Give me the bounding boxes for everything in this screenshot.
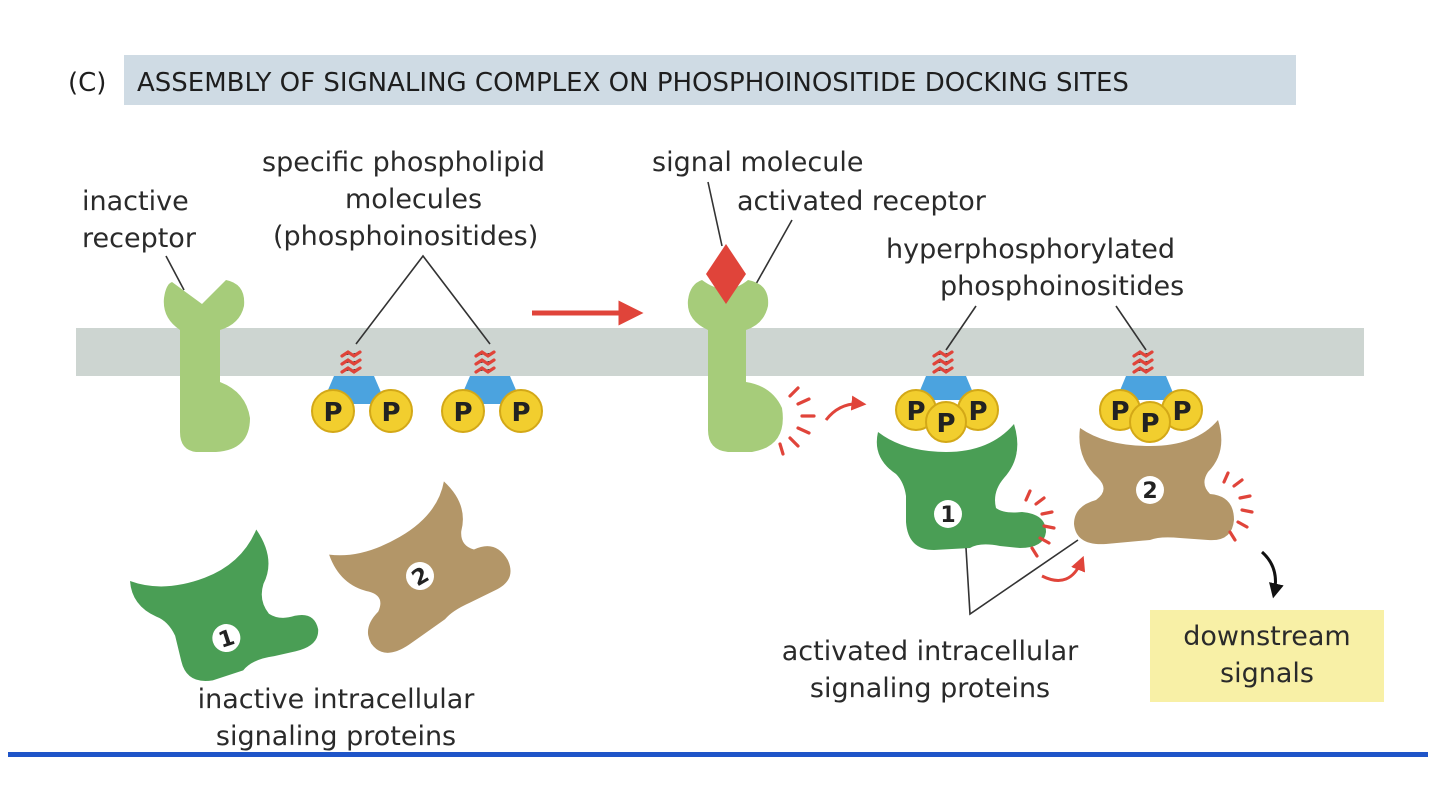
- phosphoinositide-2: P P: [441, 350, 543, 433]
- bottom-rule: [8, 752, 1428, 757]
- recruit-arrow: [824, 395, 867, 421]
- protein-number-badge: [934, 500, 962, 528]
- phosphate-circle: [441, 389, 485, 433]
- phosphate-circle: [1129, 401, 1171, 443]
- relay-arrow: [1041, 555, 1086, 582]
- activated-receptor: [687, 280, 783, 452]
- phosphate-circle: [311, 389, 355, 433]
- label-inactive-receptor-line1: inactive: [82, 186, 189, 217]
- hyperphosphorylated-phosphoinositide-1: P P P: [895, 350, 999, 443]
- label-hyperphosphorylated-line1: hyperphosphorylated: [886, 234, 1175, 265]
- phosphate-label: P: [381, 398, 400, 428]
- inactive-protein-1: 1: [130, 529, 319, 681]
- phosphate-label: P: [906, 397, 925, 427]
- protein-1-activity-spark: [1024, 489, 1056, 558]
- phosphate-label: P: [936, 409, 955, 439]
- leader-signal-molecule: [707, 181, 723, 247]
- phosphate-label: P: [1172, 397, 1191, 427]
- label-inactive-receptor-line2: receptor: [82, 223, 197, 254]
- leader-hyper-2: [1115, 305, 1147, 351]
- leader-activated-proteins: [965, 539, 1079, 616]
- activated-protein-2: 2: [1074, 420, 1234, 545]
- protein-number-badge: [406, 562, 434, 590]
- label-signal-molecule: signal molecule: [652, 147, 863, 178]
- protein-number: 1: [940, 503, 955, 528]
- label-activated-receptor: activated receptor: [737, 186, 987, 217]
- phosphate-label: P: [511, 398, 530, 428]
- leader-phospholipid: [355, 254, 491, 345]
- protein-2-activity-spark: [1222, 471, 1254, 542]
- protein-number: 1: [216, 625, 238, 654]
- inactive-protein-2: 2: [329, 481, 511, 653]
- downstream-box: [1150, 610, 1384, 702]
- hyperphosphorylated-phosphoinositide-2: P P P: [1099, 350, 1203, 443]
- label-phospholipid-line1: specific phospholipid: [262, 147, 545, 178]
- label-activated-proteins-line2: signaling proteins: [810, 673, 1050, 704]
- phosphoinositide-1: P P: [311, 350, 413, 433]
- panel-letter: (C): [68, 68, 106, 98]
- phosphate-circle: [369, 389, 413, 433]
- phosphate-label: P: [1140, 409, 1159, 439]
- protein-number: 2: [1142, 479, 1157, 504]
- activated-protein-1: 1: [876, 424, 1046, 550]
- phosphate-label: P: [323, 398, 342, 428]
- label-inactive-proteins-line1: inactive intracellular: [198, 684, 476, 715]
- phosphate-circle: [499, 389, 543, 433]
- phosphate-circle: [925, 401, 967, 443]
- downstream-arrow: [1260, 550, 1284, 599]
- label-activated-proteins-line1: activated intracellular: [782, 636, 1079, 667]
- label-hyperphosphorylated-line2: phosphoinositides: [940, 271, 1184, 302]
- phosphate-label: P: [968, 397, 987, 427]
- receptor-activity-spark: [778, 386, 816, 456]
- phosphate-label: P: [453, 398, 472, 428]
- signal-molecule-diamond: [706, 244, 746, 304]
- leader-activated-receptor: [755, 219, 793, 285]
- leader-hyper-1: [945, 305, 977, 351]
- protein-number-badge: [1136, 476, 1164, 504]
- leader-inactive-receptor: [165, 255, 185, 291]
- inactive-receptor: [163, 280, 250, 452]
- label-inactive-proteins-line2: signaling proteins: [216, 721, 456, 752]
- title-background: [124, 55, 1296, 105]
- phosphate-label: P: [1110, 397, 1129, 427]
- protein-number-badge: [212, 624, 241, 653]
- label-downstream-line2: signals: [1220, 658, 1314, 689]
- panel-title: ASSEMBLY OF SIGNALING COMPLEX ON PHOSPHO…: [137, 68, 1129, 98]
- label-phospholipid-line3: (phosphoinositides): [273, 221, 538, 252]
- label-downstream-line1: downstream: [1183, 621, 1350, 652]
- label-phospholipid-line2: molecules: [345, 184, 482, 215]
